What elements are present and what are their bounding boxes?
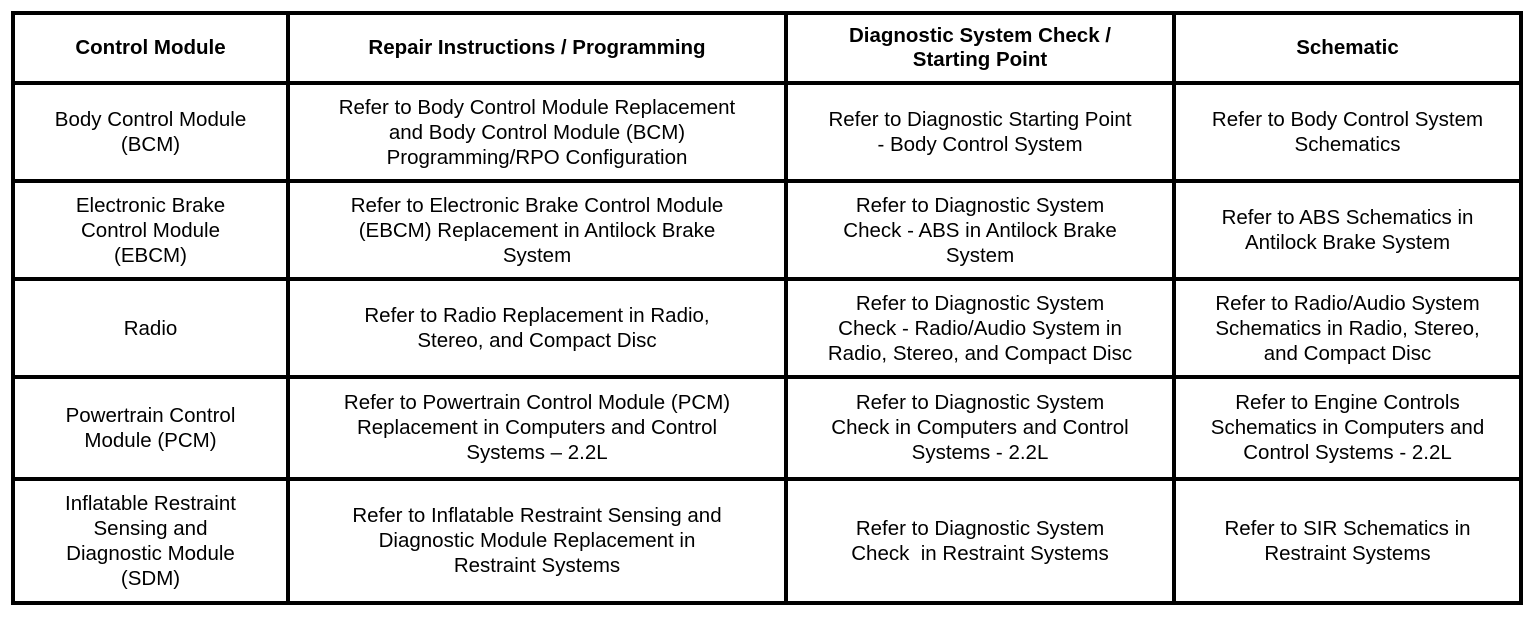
table-header: Control Module Repair Instructions / Pro… [11, 11, 1523, 85]
cell-schematic: Refer to SIR Schematics in Restraint Sys… [1172, 476, 1523, 606]
control-module-reference-table: Control Module Repair Instructions / Pro… [11, 11, 1523, 606]
cell-control-module: Body Control Module (BCM) [11, 80, 290, 184]
cell-schematic: Refer to Body Control System Schematics [1172, 80, 1523, 184]
table-row: Radio Refer to Radio Replacement in Radi… [11, 277, 1523, 380]
cell-schematic: Refer to ABS Schematics in Antilock Brak… [1172, 179, 1523, 282]
table-row: Powertrain Control Module (PCM) Refer to… [11, 375, 1523, 481]
table-row: Inflatable Restraint Sensing and Diagnos… [11, 476, 1523, 606]
column-header-control-module: Control Module [11, 11, 290, 85]
cell-diagnostic-system-check: Refer to Diagnostic System Check - Radio… [784, 277, 1176, 380]
cell-diagnostic-system-check: Refer to Diagnostic Starting Point - Bod… [784, 80, 1176, 184]
cell-diagnostic-system-check: Refer to Diagnostic System Check in Comp… [784, 375, 1176, 481]
cell-repair-instructions: Refer to Electronic Brake Control Module… [286, 179, 788, 282]
header-row: Control Module Repair Instructions / Pro… [11, 11, 1523, 85]
cell-schematic: Refer to Engine Controls Schematics in C… [1172, 375, 1523, 481]
cell-repair-instructions: Refer to Radio Replacement in Radio, Ste… [286, 277, 788, 380]
column-header-repair-instructions: Repair Instructions / Programming [286, 11, 788, 85]
column-header-diagnostic-system-check: Diagnostic System Check / Starting Point [784, 11, 1176, 85]
cell-repair-instructions: Refer to Inflatable Restraint Sensing an… [286, 476, 788, 606]
cell-repair-instructions: Refer to Body Control Module Replacement… [286, 80, 788, 184]
cell-control-module: Powertrain Control Module (PCM) [11, 375, 290, 481]
cell-repair-instructions: Refer to Powertrain Control Module (PCM)… [286, 375, 788, 481]
cell-diagnostic-system-check: Refer to Diagnostic System Check - ABS i… [784, 179, 1176, 282]
cell-control-module: Radio [11, 277, 290, 380]
control-module-reference-table-container: Control Module Repair Instructions / Pro… [11, 11, 1523, 606]
cell-control-module: Electronic Brake Control Module (EBCM) [11, 179, 290, 282]
cell-diagnostic-system-check: Refer to Diagnostic System Check in Rest… [784, 476, 1176, 606]
cell-control-module: Inflatable Restraint Sensing and Diagnos… [11, 476, 290, 606]
cell-schematic: Refer to Radio/Audio System Schematics i… [1172, 277, 1523, 380]
table-row: Electronic Brake Control Module (EBCM) R… [11, 179, 1523, 282]
column-header-schematic: Schematic [1172, 11, 1523, 85]
table-body: Body Control Module (BCM) Refer to Body … [11, 80, 1523, 606]
table-row: Body Control Module (BCM) Refer to Body … [11, 80, 1523, 184]
